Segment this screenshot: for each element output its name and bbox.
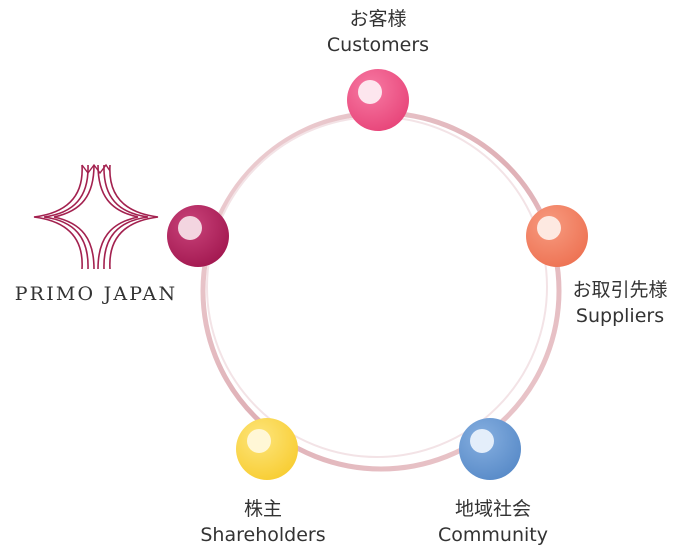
primo-japan-logo-icon bbox=[33, 163, 159, 270]
node-community bbox=[459, 418, 521, 480]
label-community: 地域社会 Community bbox=[418, 496, 568, 548]
node-suppliers bbox=[526, 205, 588, 267]
label-shareholders: 株主 Shareholders bbox=[178, 496, 348, 548]
label-customers-en: Customers bbox=[326, 34, 430, 56]
label-customers: お客様 Customers bbox=[298, 6, 458, 58]
label-shareholders-en: Shareholders bbox=[200, 524, 326, 546]
node-shareholders bbox=[236, 418, 298, 480]
label-community-ja: 地域社会 bbox=[454, 498, 531, 520]
label-suppliers-ja: お取引先様 bbox=[572, 279, 668, 301]
label-suppliers-en: Suppliers bbox=[575, 305, 665, 327]
label-community-en: Community bbox=[438, 524, 548, 546]
company-name: PRIMO JAPAN bbox=[14, 283, 178, 305]
cycle-ring bbox=[200, 110, 562, 472]
node-customers bbox=[347, 69, 409, 131]
label-customers-ja: お客様 bbox=[349, 8, 407, 30]
label-shareholders-ja: 株主 bbox=[243, 498, 282, 520]
node-company bbox=[167, 205, 229, 267]
label-suppliers: お取引先様 Suppliers bbox=[556, 277, 684, 329]
